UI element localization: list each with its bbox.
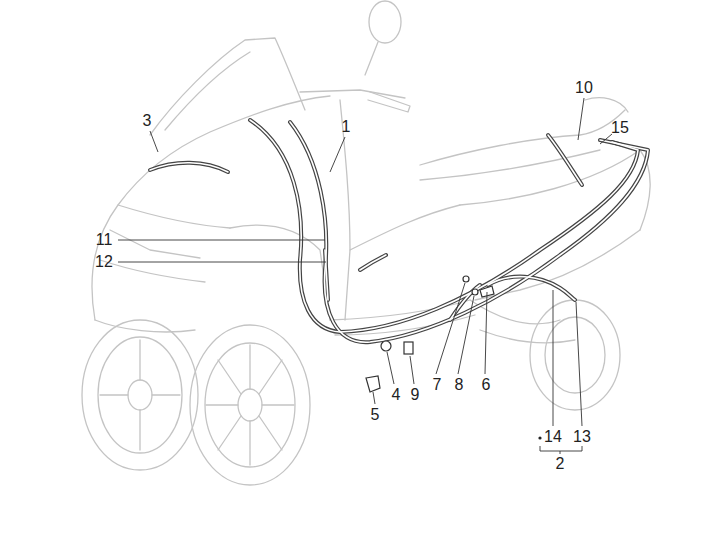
callout-number: 2 <box>556 456 565 472</box>
callout-number: 14 <box>544 429 562 445</box>
callout-number: 3 <box>143 113 152 129</box>
callout-number: 8 <box>455 377 464 393</box>
callout-number: 10 <box>575 80 593 96</box>
callout-number: 1 <box>342 119 351 135</box>
callout-number: 6 <box>482 377 491 393</box>
callout-number: 15 <box>611 120 629 136</box>
callout-number: 9 <box>411 387 420 403</box>
callout-number: 11 <box>96 232 113 248</box>
callout-number: 5 <box>371 407 380 423</box>
callout-number: 13 <box>573 429 591 445</box>
callout-number: 4 <box>392 387 401 403</box>
callout-number: 7 <box>433 377 442 393</box>
callout-number: 12 <box>95 254 113 270</box>
